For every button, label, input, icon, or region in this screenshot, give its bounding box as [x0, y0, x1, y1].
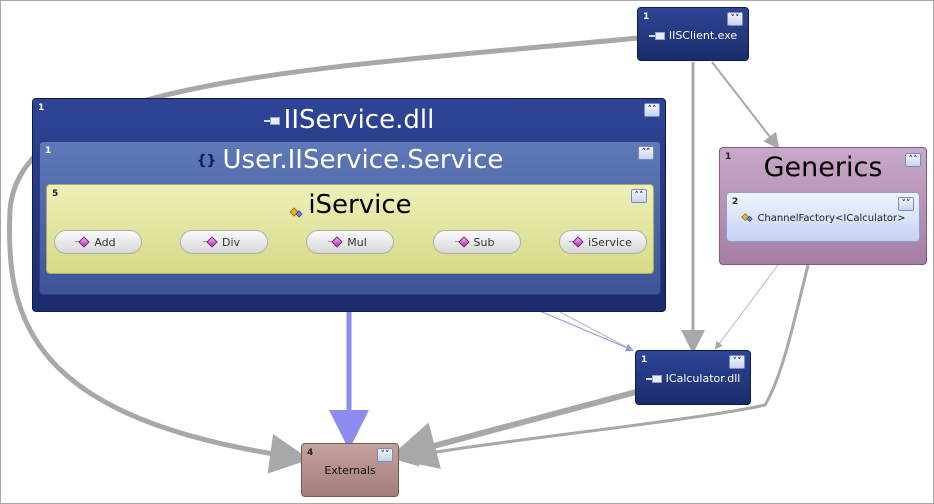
edge-client-externals	[7, 35, 639, 474]
node-count: 5	[52, 189, 59, 199]
node-title: {} User.IIService.Service	[40, 145, 660, 175]
edge-client-generics	[711, 61, 780, 150]
node-generics[interactable]: 1 ˄˄ Generics 2 ˅˅ ChannelFactory<ICalcu…	[719, 147, 927, 265]
method-icon	[202, 238, 217, 247]
assembly-icon	[263, 116, 280, 125]
expand-toggle-icon[interactable]: ˅˅	[377, 448, 393, 462]
node-label: IISClient.exe	[668, 29, 738, 42]
method-sub[interactable]: Sub	[433, 230, 521, 254]
node-count: 1	[45, 146, 52, 156]
method-icon	[454, 238, 469, 247]
method-icon	[328, 238, 342, 247]
node-iiservice[interactable]: 1 ˄˄ IIService.dll 1 ˄˄ {} User.IIService…	[32, 98, 666, 312]
assembly-icon	[648, 32, 665, 40]
node-iservice-class[interactable]: 5 ˄˄ iService Add Div Mul Sub iService	[46, 184, 654, 274]
method-label: Mul	[347, 235, 367, 249]
node-title: iService	[47, 190, 653, 220]
node-label: iService	[308, 190, 412, 220]
method-iservice[interactable]: iService	[559, 230, 647, 254]
node-title: Externals	[324, 464, 376, 477]
method-div[interactable]: Div	[180, 230, 268, 254]
collapse-toggle-icon[interactable]: ˄˄	[638, 146, 654, 160]
node-channel-factory[interactable]: 2 ˅˅ ChannelFactory<ICalculator>	[726, 192, 920, 242]
method-icon	[569, 238, 583, 247]
edge-generics-icalculator	[714, 264, 779, 350]
edge-generics-externals	[394, 264, 810, 467]
method-icon	[75, 238, 89, 247]
node-title: Generics	[763, 152, 883, 183]
expand-toggle-icon[interactable]: ˅˅	[727, 12, 743, 26]
collapse-toggle-icon[interactable]: ˄˄	[905, 153, 921, 167]
method-label: Div	[221, 235, 241, 249]
node-count: 1	[38, 103, 45, 113]
node-namespace[interactable]: 1 ˄˄ {} User.IIService.Service 5 ˄˄ iServ…	[39, 141, 661, 295]
method-label: iService	[588, 235, 632, 249]
node-title: IIService.dll	[33, 105, 665, 135]
generic-class-icon	[740, 211, 754, 225]
node-count: 4	[307, 448, 314, 458]
interface-icon	[288, 198, 304, 218]
node-externals[interactable]: 4 ˅˅ Externals	[301, 443, 399, 497]
method-add[interactable]: Add	[54, 230, 142, 254]
node-count: 1	[643, 12, 650, 22]
node-label: IIService.dll	[283, 105, 435, 135]
expand-toggle-icon[interactable]: ˅˅	[898, 197, 914, 211]
node-title: ICalculator.dll	[636, 372, 750, 385]
node-count: 1	[641, 355, 648, 365]
expand-toggle-icon[interactable]: ˅˅	[729, 355, 745, 369]
method-label: Sub	[473, 235, 495, 249]
collapse-toggle-icon[interactable]: ˄˄	[631, 189, 647, 203]
node-label: User.IIService.Service	[222, 145, 504, 175]
node-icalculator[interactable]: 1 ˅˅ ICalculator.dll	[635, 350, 751, 405]
method-mul[interactable]: Mul	[306, 230, 394, 254]
collapse-toggle-icon[interactable]: ˄˄	[644, 103, 660, 117]
edge-service-icalculator	[559, 311, 633, 351]
node-title: IISClient.exe	[638, 29, 748, 42]
node-label: ICalculator.dll	[665, 372, 741, 385]
assembly-icon	[645, 375, 662, 383]
node-label: ChannelFactory<ICalculator>	[757, 213, 906, 224]
node-count: 2	[732, 197, 739, 207]
node-count: 1	[725, 152, 732, 162]
namespace-icon: {}	[196, 152, 217, 169]
method-label: Add	[94, 235, 116, 249]
edge-icalculator-externals	[388, 389, 637, 469]
node-title: ChannelFactory<ICalculator>	[727, 211, 919, 225]
node-iisclient[interactable]: 1 ˅˅ IISClient.exe	[637, 7, 749, 61]
